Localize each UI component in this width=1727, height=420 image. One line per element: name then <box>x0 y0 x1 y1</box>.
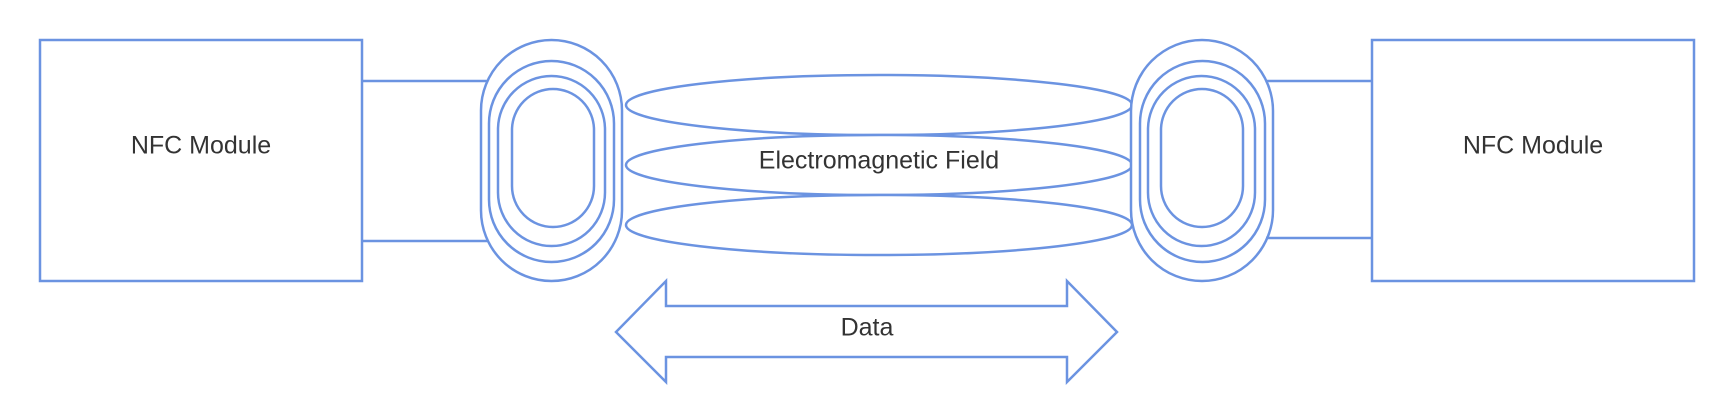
left-wires <box>362 79 490 243</box>
left-module-box <box>38 38 364 283</box>
left-coil-icon <box>479 38 624 283</box>
right-nfc-module: NFC Module <box>1370 38 1696 283</box>
field-ellipse-bottom <box>624 193 1134 257</box>
double-arrow-icon <box>614 277 1119 386</box>
field-ellipse-top <box>624 73 1134 137</box>
right-wires <box>1266 79 1372 240</box>
left-coil-loop-4 <box>510 87 596 229</box>
data-arrow-label: Data <box>841 314 894 342</box>
field-label: Electromagnetic Field <box>759 147 999 175</box>
right-coil-loop-4 <box>1159 87 1245 229</box>
data-arrow: Data <box>614 277 1119 386</box>
left-nfc-module: NFC Module <box>38 38 364 283</box>
right-module-label: NFC Module <box>1463 132 1603 160</box>
left-module-label: NFC Module <box>131 132 271 160</box>
electromagnetic-field: Electromagnetic Field <box>624 73 1134 257</box>
right-module-box <box>1370 38 1696 283</box>
right-coil-icon <box>1129 38 1275 283</box>
